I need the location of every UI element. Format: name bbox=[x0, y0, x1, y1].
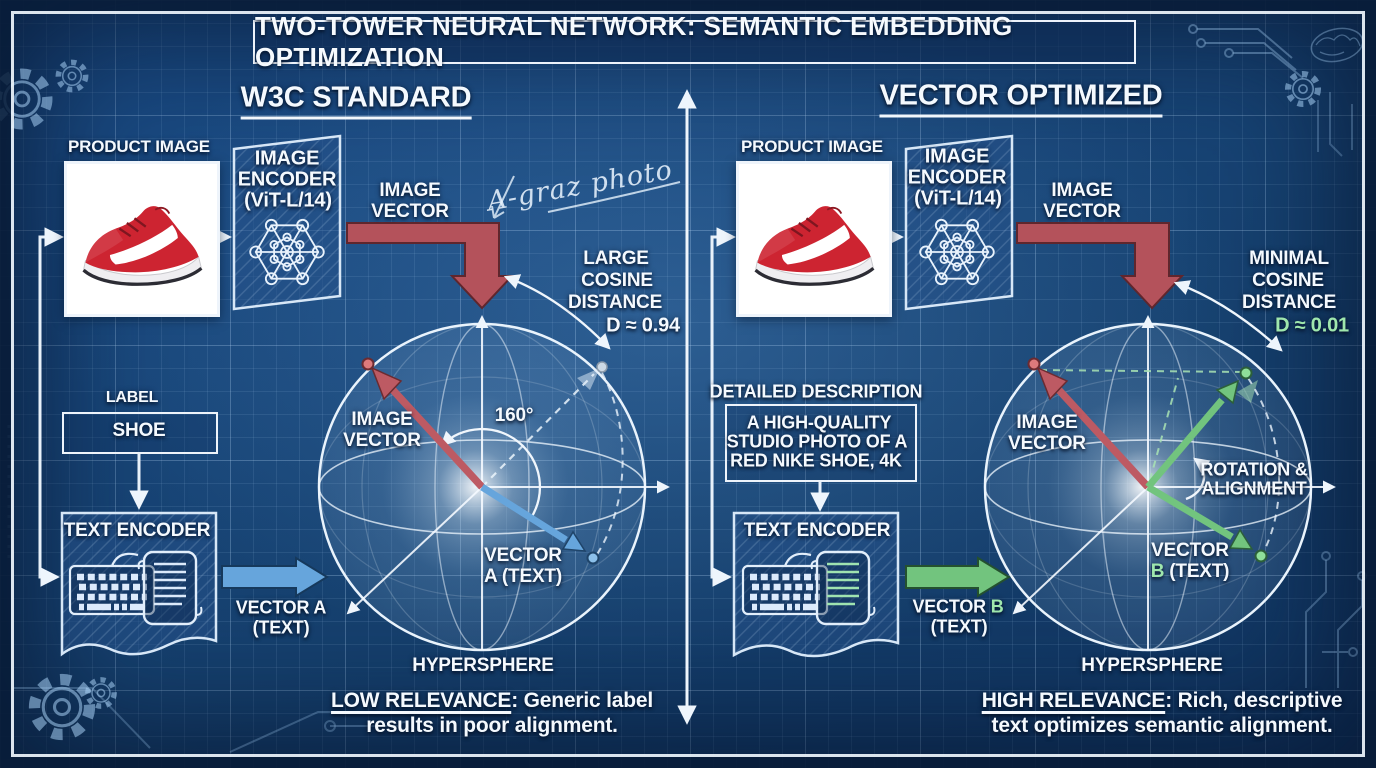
left-ghost-vector-dashed bbox=[481, 373, 595, 488]
right-cosine-label: COSINE bbox=[1252, 270, 1324, 291]
right-description-box bbox=[725, 404, 917, 482]
right-meridian-dashed bbox=[1247, 377, 1281, 552]
left-input-spine-arrow bbox=[38, 227, 64, 587]
keyboard-icon bbox=[743, 566, 827, 614]
rotation-alignment-label: ALIGNMENT bbox=[1201, 478, 1307, 499]
right-verdict-line2: text optimizes semantic alignment. bbox=[991, 714, 1333, 737]
left-encoder-label: (ViT-L/14) bbox=[244, 189, 332, 212]
left-sphere-image-vector-label: VECTOR bbox=[343, 430, 421, 451]
left-verdict: LOW RELEVANCE: Generic label bbox=[331, 689, 653, 712]
scroll-icon bbox=[137, 550, 203, 626]
right-hypersphere-caption: HYPERSPHERE bbox=[1081, 655, 1223, 676]
gear-icon bbox=[58, 62, 85, 89]
left-cosine-label: DISTANCE bbox=[567, 292, 663, 313]
right-text-vector-arrow-label: VECTOR B bbox=[912, 596, 1004, 617]
gear-icon bbox=[88, 680, 114, 706]
right-input-spine-arrow bbox=[710, 227, 736, 587]
keyboard-icon bbox=[70, 566, 154, 614]
page-title: TWO-TOWER NEURAL NETWORK: SEMANTIC EMBED… bbox=[253, 11, 1136, 72]
right-text-encoder-label: TEXT ENCODER bbox=[743, 520, 891, 541]
gear-icon bbox=[1288, 74, 1318, 104]
right-cosine-value: D ≈ 0.01 bbox=[1275, 314, 1349, 337]
left-encoder-label: ENCODER bbox=[237, 168, 337, 191]
left-label-box bbox=[62, 412, 218, 454]
left-image-vector-arrow bbox=[346, 222, 515, 310]
right-encoder-label: IMAGE bbox=[924, 145, 990, 168]
left-text-vector-arrow-label: (TEXT) bbox=[252, 617, 310, 638]
handwritten-strokes bbox=[491, 175, 681, 219]
left-cosine-distance-arrow bbox=[503, 274, 611, 350]
right-pane-graphics bbox=[710, 134, 1334, 658]
right-image-vector-label: VECTOR bbox=[1043, 201, 1121, 222]
left-meridian-dashed bbox=[595, 372, 624, 557]
right-verdict: HIGH RELEVANCE: Rich, descriptive bbox=[981, 689, 1343, 712]
right-aligned-vector bbox=[1145, 397, 1225, 490]
right-encoder-label: ENCODER bbox=[907, 166, 1007, 189]
right-text-vector-arrow-label: (TEXT) bbox=[930, 616, 988, 637]
left-pane-graphics bbox=[38, 134, 668, 657]
left-sphere-text-vector-label: A (TEXT) bbox=[484, 566, 562, 587]
right-text-vector-arrow bbox=[905, 556, 1011, 598]
left-label-heading: LABEL bbox=[105, 389, 159, 406]
left-text-vector-arrow bbox=[221, 556, 329, 598]
circuit-traces-bottom-left bbox=[14, 687, 420, 753]
right-cosine-distance-arrow bbox=[1173, 280, 1283, 352]
left-angle-arc bbox=[440, 427, 542, 519]
page-title-text: TWO-TOWER NEURAL NETWORK: SEMANTIC EMBED… bbox=[255, 11, 1013, 72]
product-photo-shoe bbox=[748, 187, 880, 291]
left-product-image-label: PRODUCT IMAGE bbox=[68, 137, 210, 156]
product-photo-shoe bbox=[76, 187, 208, 291]
left-product-image bbox=[64, 161, 220, 317]
left-image-encoder-box bbox=[232, 134, 342, 311]
right-product-image-label: PRODUCT IMAGE bbox=[741, 137, 883, 156]
left-encoder-label: IMAGE bbox=[254, 147, 320, 170]
right-sphere-text-vector-label: B (TEXT) bbox=[1150, 561, 1230, 582]
right-cosine-label: MINIMAL bbox=[1249, 248, 1329, 269]
right-sphere-image-vector-label: IMAGE bbox=[1016, 412, 1078, 433]
right-cosine-label: DISTANCE bbox=[1241, 292, 1337, 313]
left-image-vector-label: IMAGE bbox=[379, 180, 441, 201]
right-image-vector bbox=[1055, 386, 1151, 490]
left-heading: W3C STANDARD bbox=[240, 81, 472, 120]
gear-icon bbox=[0, 74, 47, 125]
left-angle-label: 160° bbox=[494, 405, 534, 426]
rotation-alignment-label: ROTATION & bbox=[1200, 459, 1308, 480]
right-sphere-image-vector-label: VECTOR bbox=[1008, 433, 1086, 454]
left-cosine-label: LARGE bbox=[583, 248, 649, 269]
left-sphere-image-vector-label: IMAGE bbox=[351, 409, 413, 430]
left-text-vector bbox=[480, 484, 568, 543]
right-image-encoder-box bbox=[904, 134, 1014, 311]
right-image-vector-arrow bbox=[1016, 222, 1185, 310]
left-label-value: SHOE bbox=[112, 420, 166, 441]
right-encoder-label: (ViT-L/14) bbox=[914, 187, 1002, 210]
left-hypersphere-caption: HYPERSPHERE bbox=[412, 655, 554, 676]
left-cosine-label: COSINE bbox=[581, 270, 653, 291]
circuit-traces-bottom-right bbox=[1305, 551, 1367, 688]
right-description-line: STUDIO PHOTO OF A bbox=[726, 431, 908, 452]
right-text-vector bbox=[1146, 483, 1234, 541]
scroll-icon bbox=[810, 550, 876, 626]
left-text-vector-arrow-label: VECTOR A bbox=[235, 597, 327, 618]
ghost-point bbox=[596, 361, 608, 373]
left-image-vector-label: VECTOR bbox=[371, 201, 449, 222]
left-text-encoder-label: TEXT ENCODER bbox=[63, 520, 211, 541]
right-product-image bbox=[736, 161, 892, 317]
right-heading: VECTOR OPTIMIZED bbox=[879, 79, 1163, 118]
circuit-traces-top-right bbox=[1188, 24, 1364, 157]
left-sphere-text-vector-label: VECTOR bbox=[484, 545, 562, 566]
right-description-heading: DETAILED DESCRIPTION bbox=[709, 381, 923, 402]
left-verdict-line2: results in poor alignment. bbox=[366, 714, 618, 737]
right-description-line: A HIGH-QUALITY bbox=[746, 412, 892, 433]
left-image-vector bbox=[389, 386, 485, 490]
rotation-arrow bbox=[1185, 457, 1211, 501]
right-image-vector-label: IMAGE bbox=[1051, 180, 1113, 201]
left-cosine-value: D ≈ 0.94 bbox=[606, 314, 680, 337]
right-description-line: RED NIKE SHOE, 4K bbox=[730, 450, 902, 471]
right-sphere-text-vector-label: VECTOR bbox=[1151, 540, 1229, 561]
